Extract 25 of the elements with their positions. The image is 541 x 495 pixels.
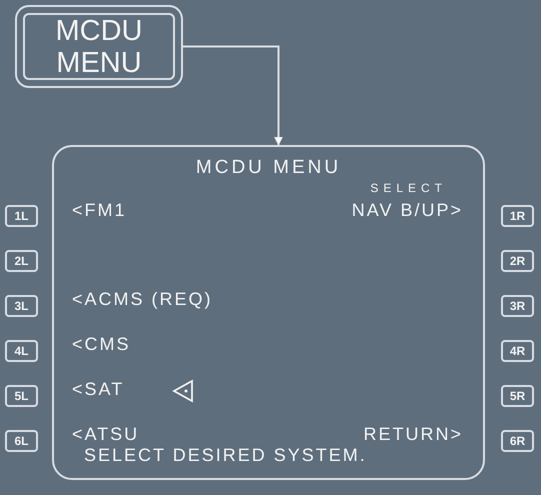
- menu-option: RETURN>: [363, 424, 463, 445]
- line-select-key: 1L: [5, 205, 38, 227]
- line-select-key: 3L: [5, 295, 38, 317]
- line-select-key: 6R: [501, 430, 534, 452]
- line-select-key: 1R: [501, 205, 534, 227]
- line-select-key: 6L: [5, 430, 38, 452]
- line-select-key: 4L: [5, 340, 38, 362]
- menu-option: <ACMS (REQ): [72, 289, 213, 310]
- menu-option: NAV B/UP>: [352, 200, 463, 221]
- status-message: SELECT DESIRED SYSTEM.: [84, 445, 367, 466]
- menu-option: <SAT: [72, 379, 124, 400]
- line-select-key: 5R: [501, 385, 534, 407]
- arrow: [183, 46, 283, 146]
- menu-option: <CMS: [72, 334, 131, 355]
- key-label: MCDU MENU: [54, 14, 144, 78]
- line-select-key: 2L: [5, 250, 38, 272]
- line-select-key: 5L: [5, 385, 38, 407]
- menu-option: <FM1: [72, 200, 127, 221]
- screen-title: MCDU MENU: [194, 157, 342, 179]
- menu-option: <ATSU: [72, 424, 140, 445]
- line-select-key: 3R: [501, 295, 534, 317]
- mcdu-screen: [52, 145, 485, 480]
- line-select-key: 4R: [501, 340, 534, 362]
- line-select-key: 2R: [501, 250, 534, 272]
- prompt-text: SELECT: [370, 181, 447, 195]
